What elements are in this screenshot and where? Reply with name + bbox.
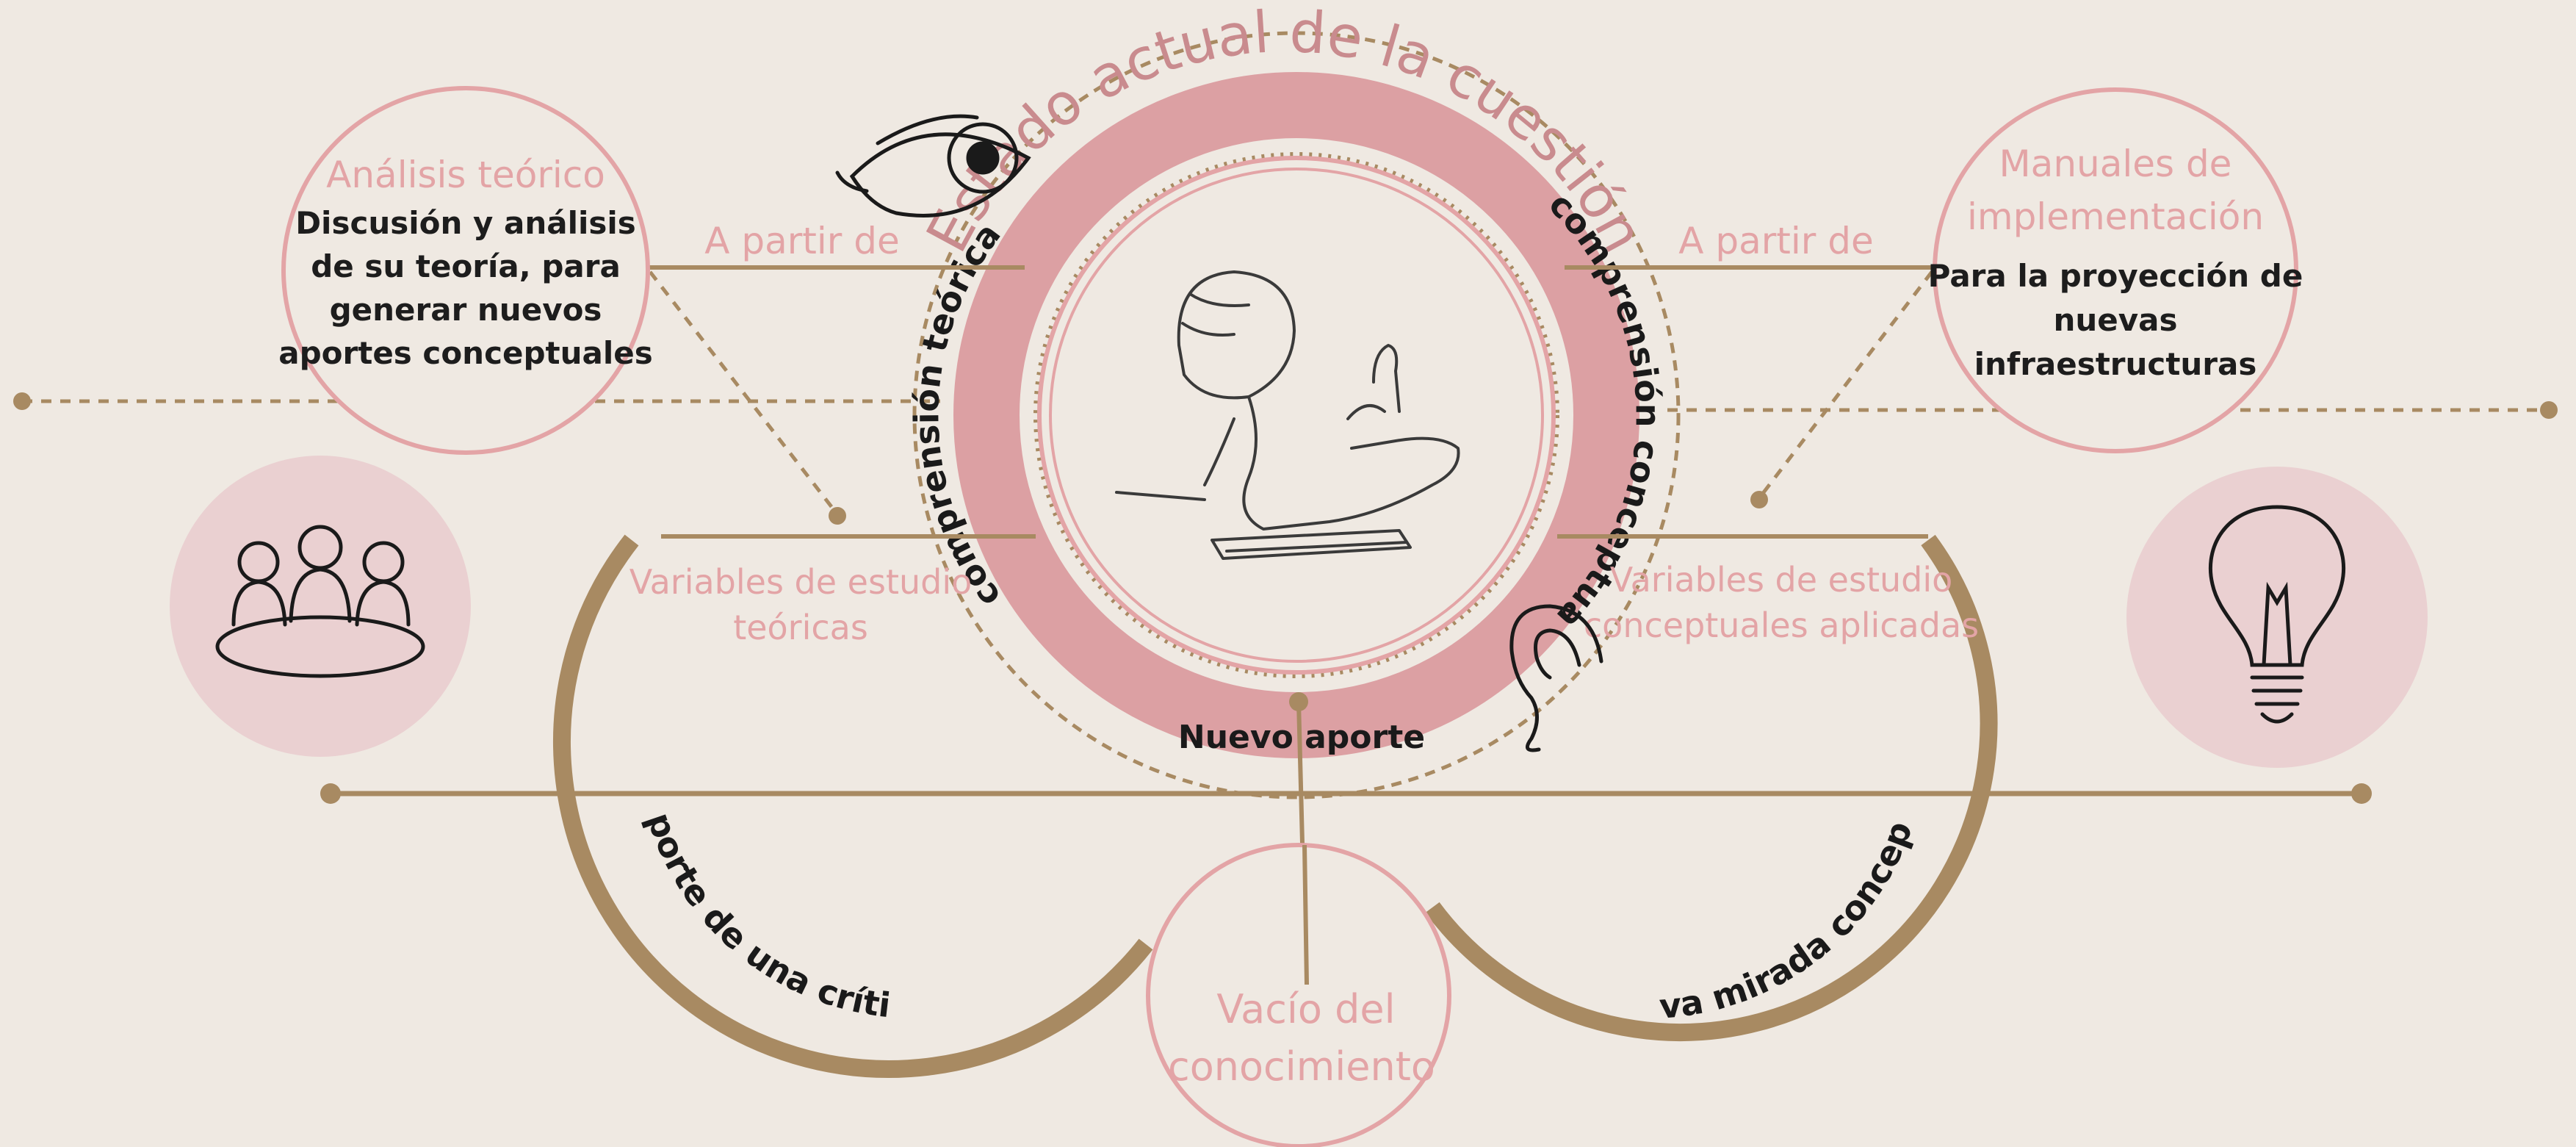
- bottom-line-right-endpoint: [2351, 783, 2372, 804]
- vertical-connector-top-dot: [1289, 692, 1308, 711]
- right-node-title-line-1: Manuales de: [1999, 143, 2232, 185]
- bottom-node-line-2: conocimiento: [1168, 1043, 1435, 1090]
- left-node-line-1: Discusión y análisis: [295, 205, 636, 241]
- right-node-line-1: Para la proyección de: [1928, 258, 2303, 294]
- left-icon-disc: [170, 456, 471, 757]
- right-dashed-endpoint: [2540, 401, 2558, 419]
- right-variables-line-1: Variables de estudio: [1610, 560, 1953, 600]
- left-variables-line-1: Variables de estudio: [629, 562, 973, 602]
- right-node-line-3: infraestructuras: [1974, 346, 2257, 382]
- left-dashed-endpoint: [13, 392, 31, 410]
- left-variables-line-2: teóricas: [733, 608, 868, 647]
- vertical-connector-inner: [1305, 845, 1307, 985]
- bottom-node-line-1: Vacío del: [1216, 986, 1395, 1032]
- left-node-title: Análisis teórico: [326, 154, 605, 196]
- left-node-line-2: de su teoría, para: [311, 248, 621, 284]
- right-from-label: A partir de: [1678, 220, 1873, 262]
- right-diagonal-endpoint: [1750, 491, 1768, 508]
- right-node-line-2: nuevas: [2053, 302, 2177, 338]
- left-node-line-4: aportes conceptuales: [278, 335, 652, 371]
- left-node-line-3: generar nuevos: [330, 292, 602, 328]
- ring-inner-circle: [1039, 158, 1554, 672]
- right-node-title-line-2: implementación: [1967, 195, 2264, 238]
- left-from-label: A partir de: [704, 220, 899, 262]
- bottom-line-left-endpoint: [320, 783, 341, 804]
- right-variables-line-2: conceptuales aplicadas: [1584, 605, 1979, 645]
- left-diagonal-endpoint: [829, 507, 846, 525]
